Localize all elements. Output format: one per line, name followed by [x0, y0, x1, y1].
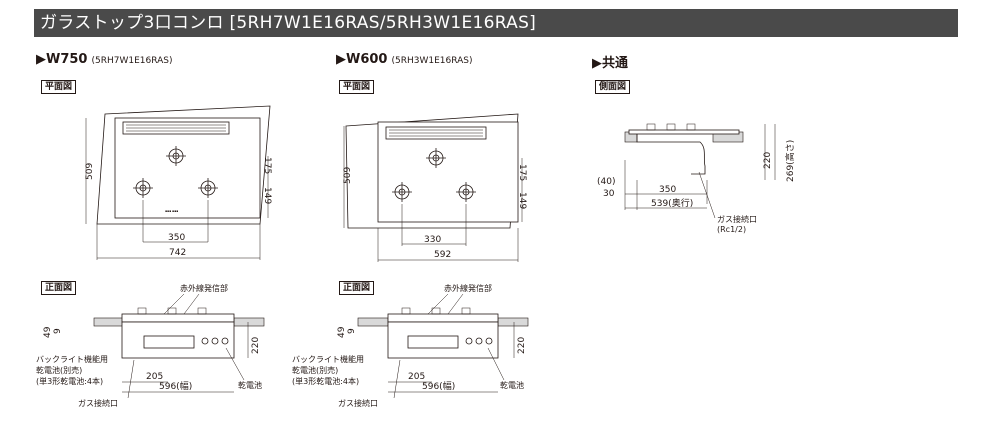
w600-model-code: (5RH3W1E16RAS) — [391, 56, 473, 66]
w750-battery-note-1: バックライト機能用 — [36, 354, 108, 364]
w600-heading: ▶W600(5RH3W1E16RAS) — [336, 52, 473, 67]
w750-rear-burner — [166, 146, 186, 166]
page-title: ガラストップ3口コンロ [5RH7W1E16RAS/5RH3W1E16RAS] — [34, 9, 958, 37]
w600-battery-note-1: バックライト機能用 — [292, 354, 364, 364]
w600-plan-label: 平面図 — [339, 80, 375, 94]
w750-gas-label: ガス接続口 — [78, 398, 118, 408]
w600-plan-inner: 330 — [424, 235, 441, 245]
w750-front-220: 220 — [251, 337, 261, 354]
w600-gas-label: ガス接続口 — [338, 398, 378, 408]
w600-front-drawing: 赤外線発信部 49 9 220 バックライト機能用 乾電池(別売) (単3形乾電… — [292, 283, 529, 408]
w750-plan-149: 149 — [262, 187, 272, 204]
w600-front-205: 205 — [408, 372, 425, 382]
w600-front-220: 220 — [517, 337, 527, 354]
w750-plan-inner: 350 — [168, 233, 185, 243]
side-gas-label: ガス接続口 — [717, 214, 757, 224]
w750-plan-label: 平面図 — [41, 80, 77, 94]
side-view-drawing: (40) 30 350 539(奥行) 220 269(高さ) ガス接続口 (R… — [597, 123, 796, 234]
w600-front-9: 9 — [347, 328, 357, 334]
w600-rear-burner — [426, 148, 446, 168]
common-heading: ▶共通 — [592, 56, 628, 71]
w750-front-label: 正面図 — [41, 281, 77, 295]
w750-right-burner — [198, 178, 218, 198]
side-gas-spec: (Rc1/2) — [717, 225, 746, 234]
w600-left-burner — [392, 182, 412, 202]
w750-heading-text: ▶W750 — [36, 52, 88, 67]
w600-battery-note-2: 乾電池(別売) — [292, 365, 338, 375]
w750-front-49: 49 — [43, 326, 53, 338]
w750-ir-label: 赤外線発信部 — [180, 283, 228, 293]
w600-battery-note-3: (単3形乾電池:4本) — [292, 376, 359, 386]
w600-plan-width: 592 — [434, 250, 451, 260]
w750-plan-drawing: ▪▪▪ ▪▪▪ 509 175 149 350 742 — [85, 105, 272, 260]
side-350: 350 — [659, 185, 676, 195]
side-view-label: 側面図 — [595, 80, 631, 94]
w750-plan-width: 742 — [169, 248, 186, 258]
side-30: 30 — [603, 189, 615, 199]
side-269: 269(高さ) — [784, 140, 796, 182]
side-depth: 539(奥行) — [651, 197, 693, 209]
side-40: (40) — [597, 177, 615, 187]
w750-battery-note-3: (単3形乾電池:4本) — [36, 376, 103, 386]
w600-plan-drawing: 509 175 149 330 592 — [343, 113, 527, 262]
w750-plan-175: 175 — [262, 157, 272, 174]
w600-battery-label: 乾電池 — [500, 380, 524, 390]
w750-front-205: 205 — [146, 372, 163, 382]
w750-plan-depth: 509 — [85, 163, 95, 180]
w600-front-width: 596(幅) — [422, 380, 455, 392]
w750-battery-note-2: 乾電池(別売) — [36, 365, 82, 375]
w600-ir-label: 赤外線発信部 — [444, 283, 492, 293]
w750-left-burner — [133, 178, 153, 198]
w750-model-code: (5RH7W1E16RAS) — [91, 56, 173, 66]
w600-heading-text: ▶W600 — [336, 52, 388, 67]
svg-text:▪▪▪ ▪▪▪: ▪▪▪ ▪▪▪ — [165, 209, 178, 213]
w750-front-width: 596(幅) — [159, 380, 192, 392]
w600-plan-149: 149 — [517, 192, 527, 209]
w750-battery-label: 乾電池 — [238, 380, 262, 390]
w750-front-drawing: 赤外線発信部 49 9 220 バックライト機能用 乾電池(別売) (単3形乾電… — [36, 283, 265, 408]
w600-plan-depth: 509 — [343, 167, 353, 184]
side-220: 220 — [763, 152, 773, 169]
w600-front-49: 49 — [337, 326, 347, 338]
w750-heading: ▶W750(5RH7W1E16RAS) — [36, 52, 173, 67]
w600-right-burner — [456, 182, 476, 202]
w600-plan-175: 175 — [517, 164, 527, 181]
w750-front-9: 9 — [53, 328, 63, 334]
w600-front-label: 正面図 — [339, 281, 375, 295]
